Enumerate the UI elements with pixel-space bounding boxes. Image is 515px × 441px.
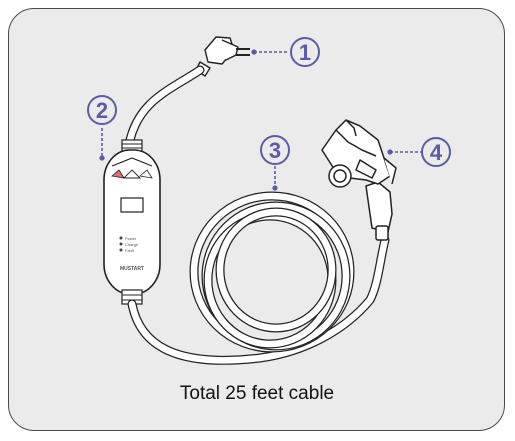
main-cable: [127, 235, 390, 365]
callout-3-number: 3: [269, 138, 281, 163]
callout-2-number: 2: [96, 98, 108, 123]
callout-4-number: 4: [430, 140, 443, 165]
callout-1-number: 1: [299, 40, 311, 65]
callout-3: 3: [260, 135, 290, 165]
caption: Total 25 feet cable: [180, 383, 334, 404]
indicator-label-charge: Charge: [125, 242, 139, 247]
wall-plug: [195, 36, 250, 77]
leader-lines: [101, 51, 422, 188]
callout-2: 2: [87, 95, 117, 125]
plug-cable: [125, 65, 205, 145]
callout-1: 1: [290, 37, 320, 67]
indicator-label-fault: Fault: [125, 248, 135, 253]
indicator-label-power: Power: [125, 236, 137, 241]
coiled-cable: [189, 191, 355, 353]
charging-connector: [321, 119, 397, 241]
brand-logo: MUSTART: [120, 266, 144, 272]
callout-4: 4: [421, 137, 451, 167]
control-box: Power Charge Fault MUSTART: [103, 139, 161, 305]
